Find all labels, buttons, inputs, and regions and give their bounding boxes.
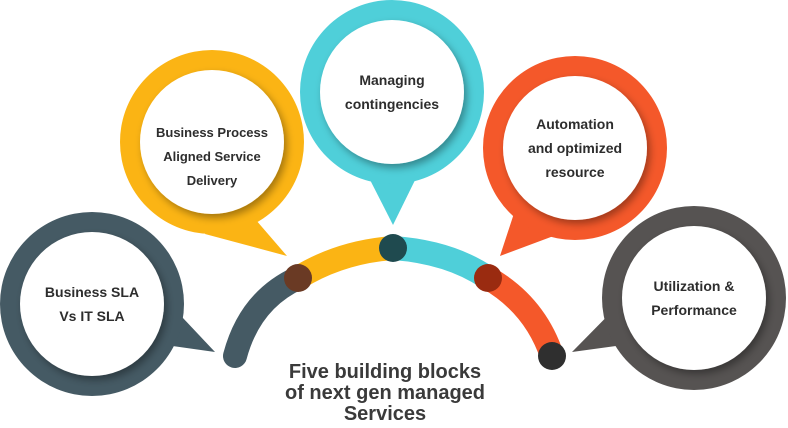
bubble-utilization <box>572 206 786 390</box>
junction-dot-2 <box>379 234 407 262</box>
bubble-business-sla <box>0 212 215 396</box>
block-label-utilization: Utilization & Performance <box>651 278 737 318</box>
block-label-automation: Automation and optimized resource <box>527 116 623 180</box>
bubble-business-process <box>120 50 304 256</box>
arc-segment-slate <box>223 266 310 368</box>
arc-segment-teal <box>392 236 495 289</box>
junction-dot-3 <box>474 264 502 292</box>
arc-end-dot <box>538 342 566 370</box>
block-label-managing-contingencies: Managing contingencies <box>344 72 440 112</box>
arc-segment-gold <box>291 236 395 289</box>
block-label-business-process: Business Process Aligned Service Deliver… <box>155 125 268 188</box>
bubble-managing-contingencies <box>300 0 484 225</box>
diagram-title: Five building blocks of next gen managed… <box>284 361 486 425</box>
bubble-automation <box>483 56 667 256</box>
arc-segment-orange <box>481 267 564 361</box>
junction-dot-1 <box>284 264 312 292</box>
block-label-business-sla: Business SLA Vs IT SLA <box>44 284 140 324</box>
